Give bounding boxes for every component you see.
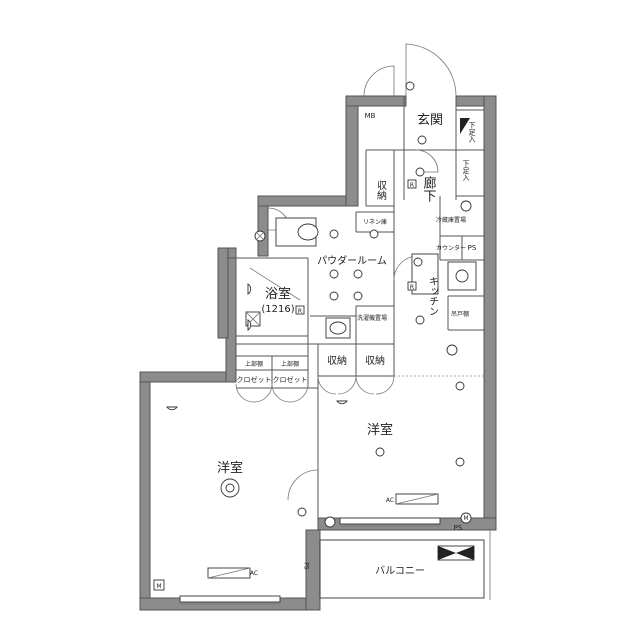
lights	[166, 81, 472, 528]
label-r-1: R	[298, 308, 302, 315]
wall-mb-west	[345, 95, 359, 207]
label-ps-top: PS	[468, 244, 477, 252]
wall-room1-north	[139, 371, 237, 383]
label-m-right: M	[463, 515, 468, 522]
label-ps-left: PS	[303, 562, 310, 570]
label-mb: MB	[365, 112, 376, 120]
fixtures	[207, 118, 477, 579]
wall-mb-north	[345, 95, 407, 107]
label-closet-2: クロゼット	[273, 375, 308, 384]
label-r-3: R	[410, 182, 414, 189]
label-counter: カウンター	[436, 244, 466, 252]
label-ps-bottom: PS	[454, 524, 463, 532]
label-kitchen: キッチン	[427, 276, 438, 316]
label-hallway: 廊下	[421, 175, 437, 202]
label-storage-a: 収納	[327, 354, 347, 367]
label-fridge: 冷蔵庫置場	[436, 216, 466, 224]
label-storage-hall: 収納	[375, 180, 387, 201]
label-shoe-storage-2: 下足入	[462, 160, 470, 181]
wall-bath-notch	[217, 247, 229, 339]
label-closet-1: クロゼット	[237, 375, 272, 384]
wall-powder-north	[257, 195, 359, 207]
label-m-left: M	[156, 583, 161, 590]
label-bathroom: 浴室	[265, 286, 291, 302]
label-bathroom-size: (1216)	[261, 304, 294, 315]
label-western-room-1: 洋室	[217, 460, 243, 476]
label-storage-b: 収納	[365, 354, 385, 367]
label-shoe-storage-1: 下足入	[468, 122, 476, 143]
room-labels: MB 玄関 下足入 下足入 収納 廊下 リネン庫 冷蔵庫置場 カウンター PS …	[153, 112, 477, 591]
label-upper-shelf-1: 上部棚	[245, 360, 263, 368]
label-linen: リネン庫	[363, 218, 387, 226]
label-entrance: 玄関	[417, 113, 443, 128]
label-gas-meter: 吊戸棚	[451, 310, 469, 318]
wall-east	[483, 95, 497, 531]
wall-balcony-west	[305, 529, 321, 611]
interior-walls	[236, 96, 484, 598]
label-ac-1: AC	[250, 570, 258, 577]
label-western-room-2: 洋室	[367, 422, 393, 438]
label-powder-room: パウダールーム	[317, 254, 387, 267]
label-washer: 洗濯機置場	[357, 314, 387, 322]
label-upper-shelf-2: 上部棚	[281, 360, 299, 368]
wall-west	[139, 371, 151, 611]
label-balcony: バルコニー	[375, 565, 425, 577]
label-ac-2: AC	[386, 497, 394, 504]
label-r-2: R	[410, 284, 414, 291]
windows	[179, 517, 491, 605]
